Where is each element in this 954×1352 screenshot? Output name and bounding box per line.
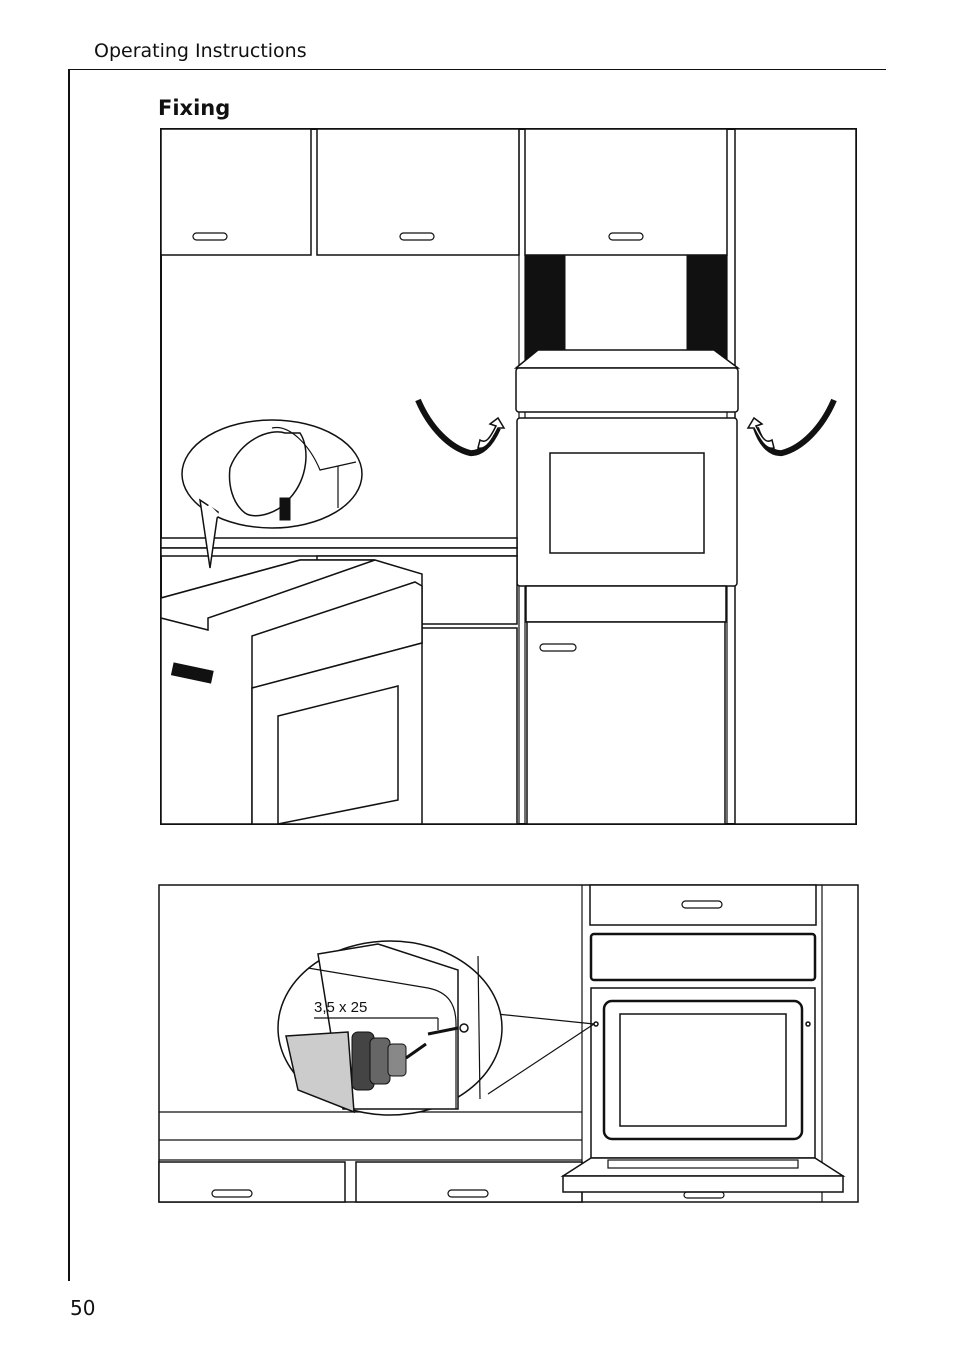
figure-installation-illustration xyxy=(160,128,858,826)
screw-size-label: 3,5 x 25 xyxy=(314,999,367,1016)
figure-fixing-illustration: 3,5 x 25 xyxy=(158,884,860,1204)
header-rule xyxy=(68,69,886,70)
section-title: Fixing xyxy=(158,96,230,120)
margin-rule xyxy=(68,69,70,1281)
page-number: 50 xyxy=(70,1296,95,1320)
running-title: Operating Instructions xyxy=(94,40,307,62)
